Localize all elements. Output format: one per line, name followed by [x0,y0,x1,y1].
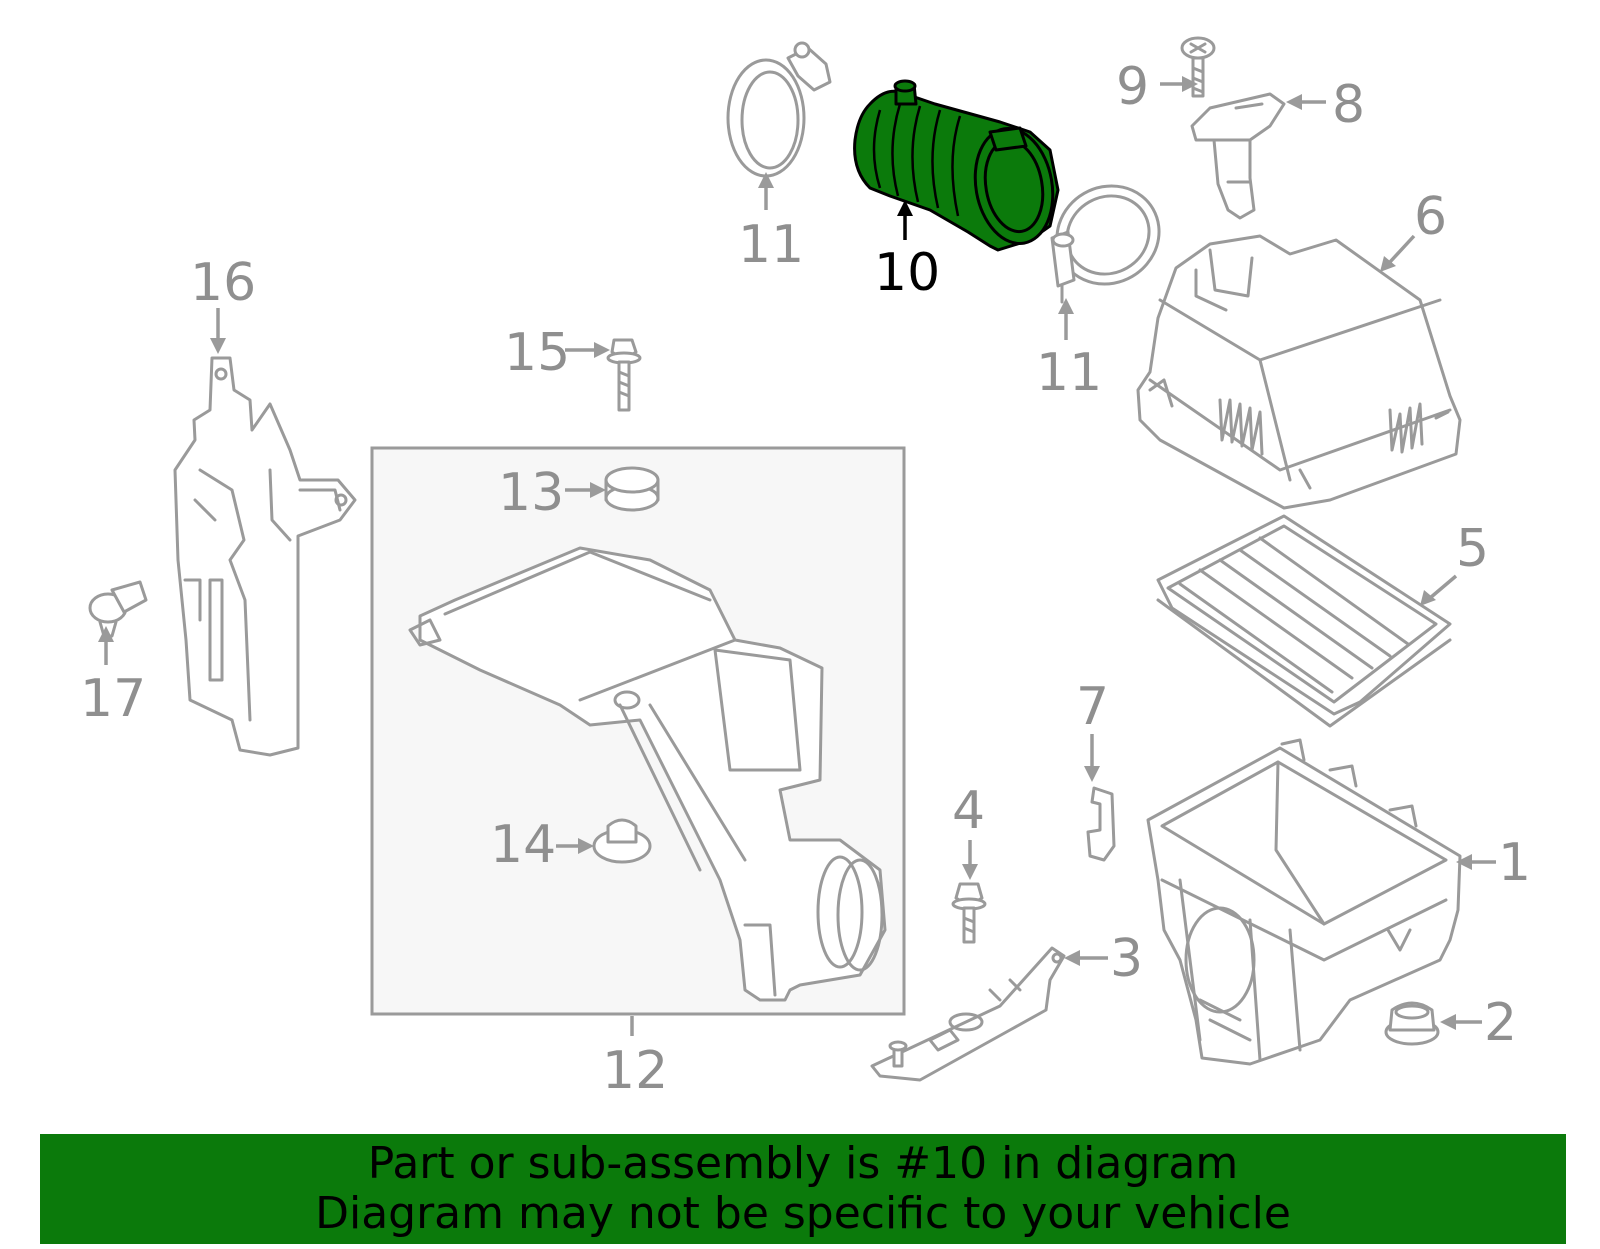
callout-4: 4 [952,781,985,841]
callout-3: 3 [1110,929,1143,989]
part-6-air-cleaner-cover[interactable] [1136,234,1462,510]
callout-12: 12 [602,1041,668,1101]
callout-17: 17 [80,669,146,729]
callout-13: 13 [498,463,564,523]
footer-line-2: Diagram may not be specific to your vehi… [315,1188,1291,1239]
part-11-hose-clamp-right[interactable] [1039,167,1177,304]
part-16-bracket[interactable] [173,356,357,757]
part-12-air-duct[interactable] [408,546,887,1002]
part-15-bolt[interactable] [606,338,642,412]
part-2-grommet[interactable] [1384,1001,1440,1046]
part-14-grommet[interactable] [592,818,652,864]
callout-2: 2 [1484,993,1517,1053]
callout-10-highlighted: 10 [874,243,940,303]
callout-6: 6 [1414,187,1447,247]
callout-15: 15 [504,323,570,383]
part-1-air-cleaner-body[interactable] [1146,738,1462,1066]
callout-16: 16 [190,253,256,313]
part-17-clip[interactable] [88,580,148,638]
part-13-grommet[interactable] [604,466,660,512]
callout-1: 1 [1498,833,1531,893]
part-11-hose-clamp-left[interactable] [726,41,832,178]
part-10-intake-hose-highlighted[interactable] [853,79,1062,252]
part-8-airflow-sensor[interactable] [1190,92,1286,220]
part-7-clamp[interactable] [1086,786,1116,862]
footer-banner: Part or sub-assembly is #10 in diagram D… [40,1134,1566,1244]
part-3-bracket[interactable] [870,946,1066,1082]
callout-8: 8 [1332,75,1365,135]
callout-11-left: 11 [738,215,804,275]
callout-9: 9 [1116,57,1149,117]
callout-11-right: 11 [1036,343,1102,403]
callout-14: 14 [490,815,556,875]
callout-7: 7 [1076,677,1109,737]
part-5-air-filter[interactable] [1156,514,1452,728]
footer-line-1: Part or sub-assembly is #10 in diagram [367,1138,1239,1189]
part-4-bolt[interactable] [951,882,987,944]
callout-5: 5 [1456,519,1489,579]
